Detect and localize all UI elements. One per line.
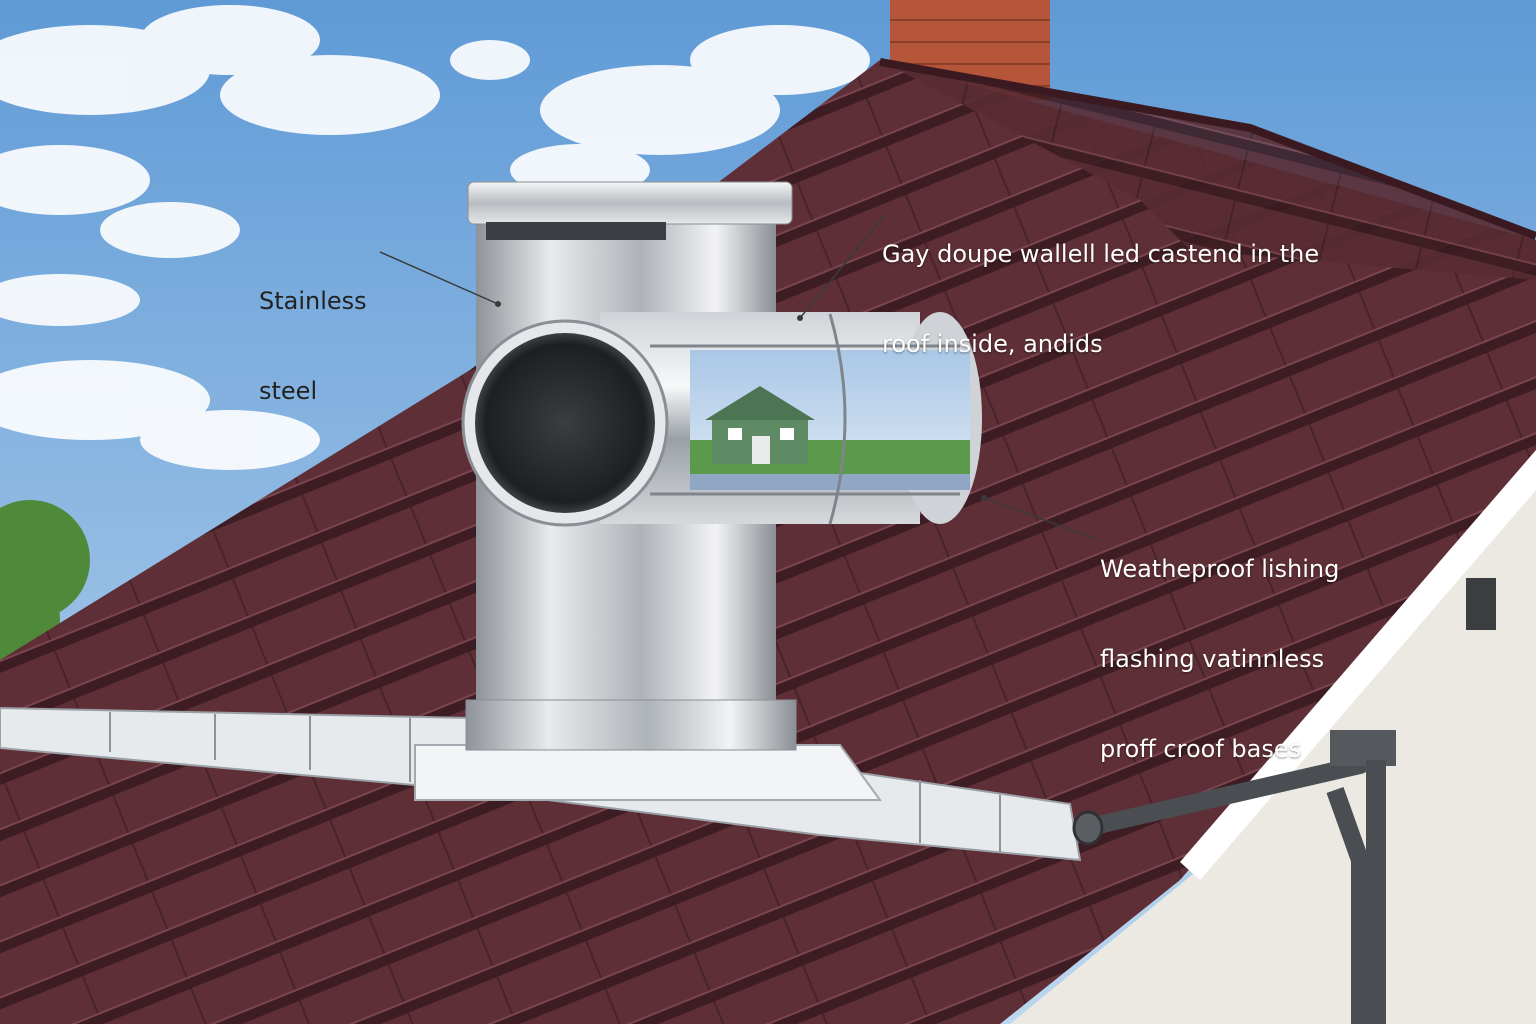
label-flashing-line-2: flashing vatinnless (1100, 645, 1325, 673)
label-double-wall-line-1: Gay doupe wallell led castend in the (882, 240, 1320, 268)
label-stainless-steel-line-2: steel (259, 377, 318, 405)
label-double-wall-line-2: roof inside, andids (882, 330, 1103, 358)
label-double-wall: Gay doupe wallell led castend in the roo… (882, 179, 1319, 419)
label-flashing: Weatheproof lishing flashing vatinnless … (1100, 494, 1339, 824)
label-flashing-line-3: proff croof bases (1100, 735, 1302, 763)
label-stainless-steel: Stainless steel (259, 226, 367, 466)
label-stainless-steel-line-1: Stainless (259, 287, 367, 315)
label-flashing-line-1: Weatheproof lishing (1100, 555, 1340, 583)
